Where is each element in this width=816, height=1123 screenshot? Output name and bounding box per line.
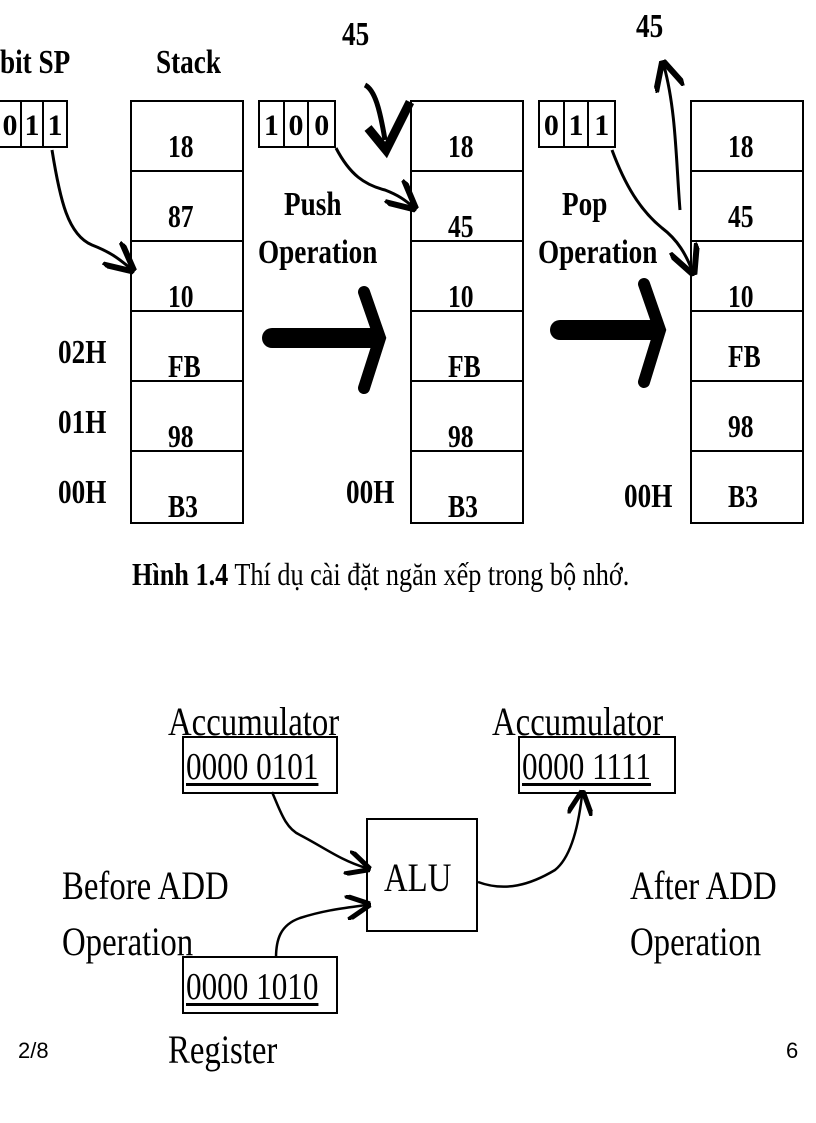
stack-cell-value: 87 <box>168 198 194 234</box>
push-big-arrow-head <box>358 286 387 394</box>
sp-header: bit SP <box>0 44 71 81</box>
stack-after-push: 18 45 10 FB 98 B3 <box>410 100 524 524</box>
stack-cell: 98 <box>132 382 242 452</box>
accumulator-label-after: Accumulator <box>492 699 664 744</box>
stack-cell: 18 <box>412 102 522 172</box>
after-add-label: After ADD <box>630 863 777 908</box>
sp-bit: 1 <box>260 102 285 146</box>
stack-cell-value: 10 <box>728 278 754 312</box>
alu-label: ALU <box>384 855 452 900</box>
push-label: Push <box>284 186 342 223</box>
push-in-arrowhead <box>364 99 415 159</box>
pop-operation-label: Operation <box>538 234 658 271</box>
stack-cell-value: 18 <box>448 128 474 164</box>
sp-bit: 0 <box>0 102 22 146</box>
stack-cell-value: FB <box>728 338 761 374</box>
sp-pointer-arrow-1 <box>50 149 130 268</box>
stack-cell: 10 <box>412 242 522 312</box>
sp-bit: 1 <box>594 109 610 142</box>
before-add-label: Before ADD <box>62 863 229 908</box>
figure-caption: Hình 1.4 Thí dụ cài đặt ngăn xếp trong b… <box>132 556 629 593</box>
address-label: 00H <box>58 474 107 511</box>
stack-cell: 10 <box>132 242 242 312</box>
stack-cell: 45 <box>692 172 802 242</box>
stack-cell: 45 <box>412 172 522 242</box>
stack-cell-value: 98 <box>728 408 754 444</box>
stack-cell-value: 98 <box>168 418 194 452</box>
address-label: 00H <box>346 474 395 511</box>
accumulator-after-value: 0000 1111 <box>522 746 651 788</box>
accumulator-label-before: Accumulator <box>168 699 340 744</box>
stack-cell-value: B3 <box>168 488 198 522</box>
stack-cell-value: 10 <box>448 278 474 312</box>
before-operation-label: Operation <box>62 919 194 964</box>
stack-pointer-register-1: 0 1 1 <box>0 100 68 148</box>
sp-bit: 0 <box>314 109 330 142</box>
stack-cell: 98 <box>692 382 802 452</box>
sp-bit: 1 <box>565 102 590 146</box>
acc-to-alu-wire <box>270 791 366 868</box>
stack-header: Stack <box>156 44 221 81</box>
stack-cell: 98 <box>412 382 522 452</box>
alu-box: ALU <box>366 818 478 932</box>
stack-cell-value: 98 <box>448 418 474 452</box>
stack-cell-value: 18 <box>728 128 754 164</box>
stack-cell: 10 <box>692 242 802 312</box>
address-label: 00H <box>624 478 673 515</box>
stack-cell-value: FB <box>448 348 481 382</box>
stack-after-pop: 18 45 10 FB 98 B3 <box>690 100 804 524</box>
stack-cell-value: 10 <box>168 278 194 312</box>
stack-cell: B3 <box>412 452 522 522</box>
sp-bit: 1 <box>47 109 63 142</box>
sp-bit: 1 <box>22 102 44 146</box>
reg-to-alu-wire <box>274 905 366 959</box>
accumulator-before-value: 0000 0101 <box>186 746 319 788</box>
address-label: 01H <box>58 404 107 441</box>
alu-to-acc-wire <box>477 795 582 888</box>
register-box: 0000 1010 <box>182 956 338 1014</box>
pop-big-arrow-head <box>638 278 667 388</box>
register-label: Register <box>168 1027 278 1072</box>
sp-bit: 0 <box>285 102 310 146</box>
pop-value: 45 <box>636 8 664 45</box>
stack-pointer-register-3: 0 1 1 <box>538 100 616 148</box>
sp-bit: 0 <box>540 102 565 146</box>
push-in-arrow <box>363 82 388 141</box>
push-operation-label: Operation <box>258 234 378 271</box>
pop-out-arrow <box>664 66 680 211</box>
stack-cell-value: FB <box>168 348 201 382</box>
stack-cell-value: B3 <box>728 478 758 514</box>
stack-before: 18 87 10 FB 98 B3 <box>130 100 244 524</box>
caption-text: Thí dụ cài đặt ngăn xếp trong bộ nhớ. <box>228 556 630 592</box>
sp-pointer-arrow-3 <box>610 149 692 270</box>
caption-number: Hình 1.4 <box>132 556 229 592</box>
stack-cell: FB <box>692 312 802 382</box>
stack-cell: FB <box>132 312 242 382</box>
stack-cell: 87 <box>132 172 242 242</box>
stack-cell-value: B3 <box>448 488 478 522</box>
stack-cell: FB <box>412 312 522 382</box>
stack-pointer-register-2: 1 0 0 <box>258 100 336 148</box>
accumulator-before: 0000 0101 <box>182 736 338 794</box>
page-number: 6 <box>786 1038 799 1063</box>
stack-cell-value: 45 <box>448 208 474 242</box>
stack-cell-value: 18 <box>168 128 194 164</box>
stack-cell: B3 <box>692 452 802 522</box>
footer-date: 2/8 <box>18 1038 49 1063</box>
stack-cell: B3 <box>132 452 242 522</box>
pop-label: Pop <box>562 186 608 223</box>
sp-pointer-arrow-2 <box>334 147 412 206</box>
accumulator-after: 0000 1111 <box>518 736 676 794</box>
address-label: 02H <box>58 334 107 371</box>
stack-cell-value: 45 <box>728 198 754 234</box>
register-value: 0000 1010 <box>186 966 319 1008</box>
stack-cell: 18 <box>692 102 802 172</box>
stack-cell: 18 <box>132 102 242 172</box>
push-value: 45 <box>342 16 370 53</box>
after-operation-label: Operation <box>630 919 762 964</box>
